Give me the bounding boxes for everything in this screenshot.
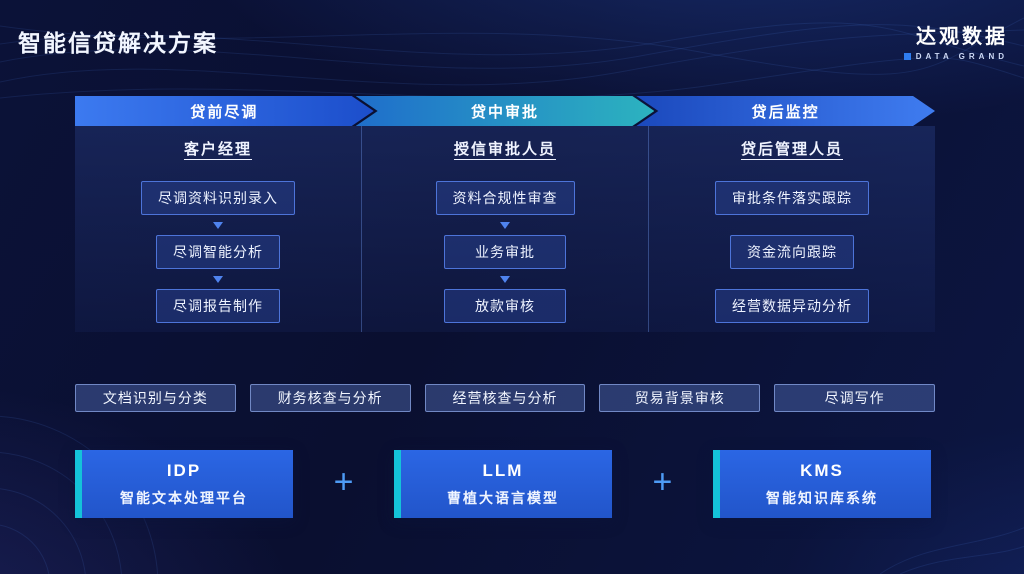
product-name: 曹植大语言模型 (446, 489, 559, 506)
product-abbr: LLM (482, 460, 524, 480)
role-title: 客户经理 (183, 141, 252, 158)
role-title: 贷后管理人员 (740, 141, 843, 158)
product-abbr: IDP (166, 460, 202, 480)
workflow-panel: 客户经理 尽调资料识别录入 尽调智能分析 尽调报告制作 授信审批人员 资料合规性… (75, 126, 935, 332)
column-pre-loan: 客户经理 尽调资料识别录入 尽调智能分析 尽调报告制作 (75, 126, 361, 332)
down-arrow-icon (213, 269, 223, 289)
phase-banner-in-loan: 贷中审批 (356, 96, 655, 126)
down-arrow-icon (500, 215, 510, 235)
product-name: 智能文本处理平台 (120, 489, 248, 506)
brand-subtitle-row: DATA GRAND (903, 52, 1008, 61)
accent-bar (712, 450, 720, 518)
phase-label: 贷中审批 (471, 103, 540, 121)
brand-name: 达观数据 (916, 26, 1008, 48)
product-card-llm: LLM 曹植大语言模型 (393, 450, 612, 518)
step-box: 业务审批 (444, 235, 566, 269)
capability-box: 财务核查与分析 (249, 384, 411, 412)
role-title: 授信审批人员 (453, 141, 556, 158)
brand-square-icon (903, 53, 911, 60)
step-box: 资金流向跟踪 (730, 235, 854, 269)
column-in-loan: 授信审批人员 资料合规性审查 业务审批 放款审核 (361, 126, 648, 332)
phase-banner-row: 贷前尽调 贷中审批 贷后监控 (75, 96, 935, 126)
brand-subtitle: DATA GRAND (915, 52, 1008, 61)
capability-box: 尽调写作 (774, 384, 935, 412)
phase-label: 贷后监控 (751, 103, 820, 121)
accent-bar (75, 450, 82, 518)
page-title: 智能信贷解决方案 (18, 30, 218, 56)
step-box: 尽调智能分析 (156, 235, 280, 269)
step-box: 经营数据异动分析 (715, 289, 869, 323)
plus-icon: + (652, 463, 673, 501)
column-post-loan: 贷后管理人员 审批条件落实跟踪 资金流向跟踪 经营数据异动分析 (648, 126, 935, 332)
product-name: 智能知识库系统 (765, 489, 878, 506)
down-arrow-icon (213, 215, 223, 235)
step-box: 尽调报告制作 (156, 289, 280, 323)
phase-banner-post-loan: 贷后监控 (636, 96, 935, 126)
product-card-kms: KMS 智能知识库系统 (712, 450, 931, 518)
phase-banner-pre-loan: 贷前尽调 (75, 96, 374, 126)
down-arrow-icon (500, 269, 510, 289)
phase-label: 贷前尽调 (190, 103, 259, 121)
step-box: 放款审核 (444, 289, 566, 323)
step-box: 尽调资料识别录入 (141, 181, 295, 215)
product-card-idp: IDP 智能文本处理平台 (75, 450, 293, 518)
capability-box: 经营核查与分析 (424, 384, 586, 412)
plus-icon: + (333, 463, 354, 501)
accent-bar (393, 450, 401, 518)
capability-box: 文档识别与分类 (75, 384, 236, 412)
brand-logo: 达观数据 DATA GRAND (903, 20, 1008, 61)
product-abbr: KMS (800, 460, 844, 480)
step-box: 审批条件落实跟踪 (715, 181, 869, 215)
capability-box: 贸易背景审核 (599, 384, 761, 412)
product-row: IDP 智能文本处理平台 + LLM 曹植大语言模型 + KMS 智能知识库系统 (75, 450, 931, 518)
step-box: 资料合规性审查 (435, 181, 575, 215)
capability-strip: 文档识别与分类 财务核查与分析 经营核查与分析 贸易背景审核 尽调写作 (75, 384, 935, 412)
